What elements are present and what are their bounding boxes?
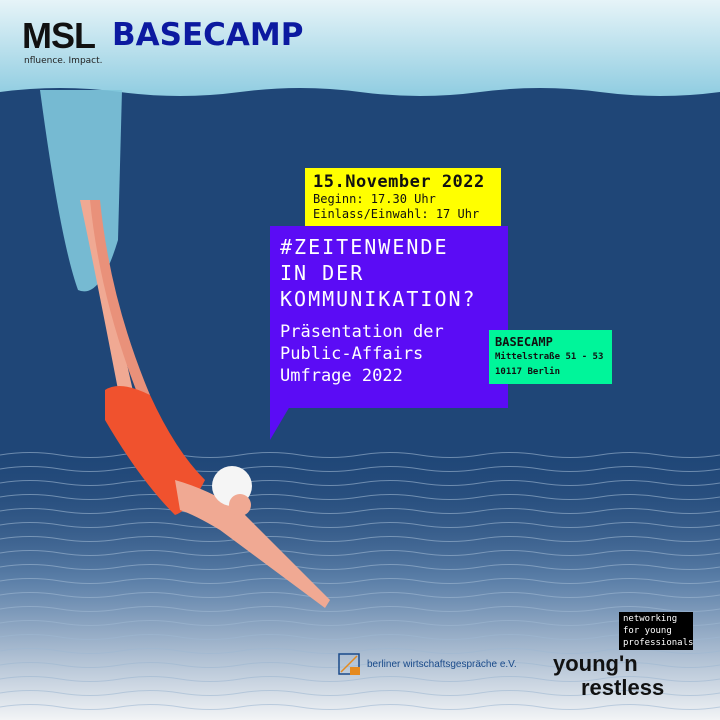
wave-line [0,676,720,682]
wave-line [0,550,720,556]
wave-line [0,662,720,668]
msl-logo: MSL [22,15,96,56]
wave-line [0,508,720,514]
msl-tagline: nfluence. Impact. [24,56,103,66]
wave-line [0,466,720,472]
wave-line [0,578,720,584]
wave-line [0,648,720,654]
wave-line [0,690,720,696]
wave-line [0,480,720,486]
title-line: KOMMUNIKATION? [280,287,477,311]
yr-badge-line: for young [623,626,672,636]
yr-badge-line: networking [623,614,678,624]
location-box: BASECAMP Mittelstraße 51 - 53 10117 Berl… [489,330,612,384]
wave-line [0,564,720,570]
subtitle-line: Umfrage 2022 [280,366,403,386]
title-box: #ZEITENWENDE IN DER KOMMUNIKATION? Präse… [270,226,508,408]
date-box: 15.November 2022 Beginn: 17.30 Uhr Einla… [305,168,501,226]
yr-badge: networking for young professionals [619,612,693,650]
event-date: 15.November 2022 [313,172,485,192]
subtitle-line: Präsentation der [280,322,444,342]
wave-line [0,536,720,542]
entry-time: Einlass/Einwahl: 17 Uhr [313,207,480,221]
basecamp-logo: BASECAMP [112,17,304,53]
wave-line [0,522,720,528]
wave-line [0,494,720,500]
wave-line [0,620,720,626]
location-street: Mittelstraße 51 - 53 [495,352,604,362]
purple-tail [270,406,290,440]
title-line: IN DER [280,261,365,285]
wave-line [0,592,720,598]
bwg-logo: berliner wirtschaftsgespräche e.V. [338,653,517,677]
start-time: Beginn: 17.30 Uhr [313,192,436,206]
young-n-restless-logo: young'n restless [553,652,664,700]
location-name: BASECAMP [495,335,553,349]
yr-logo-line: young'n [553,651,638,676]
wave-line [0,704,720,710]
title-line: #ZEITENWENDE [280,235,449,259]
wave-line [0,452,720,458]
yr-logo-line: restless [581,675,665,700]
swimmer [80,200,330,608]
subtitle-line: Public-Affairs [280,344,424,364]
location-city: 10117 Berlin [495,367,561,377]
bwg-emblem-icon [338,653,360,675]
wave-line [0,634,720,640]
yr-badge-line: professionals [623,638,694,648]
wave-line [0,606,720,612]
bwg-label: berliner wirtschaftsgespräche e.V. [367,659,517,670]
